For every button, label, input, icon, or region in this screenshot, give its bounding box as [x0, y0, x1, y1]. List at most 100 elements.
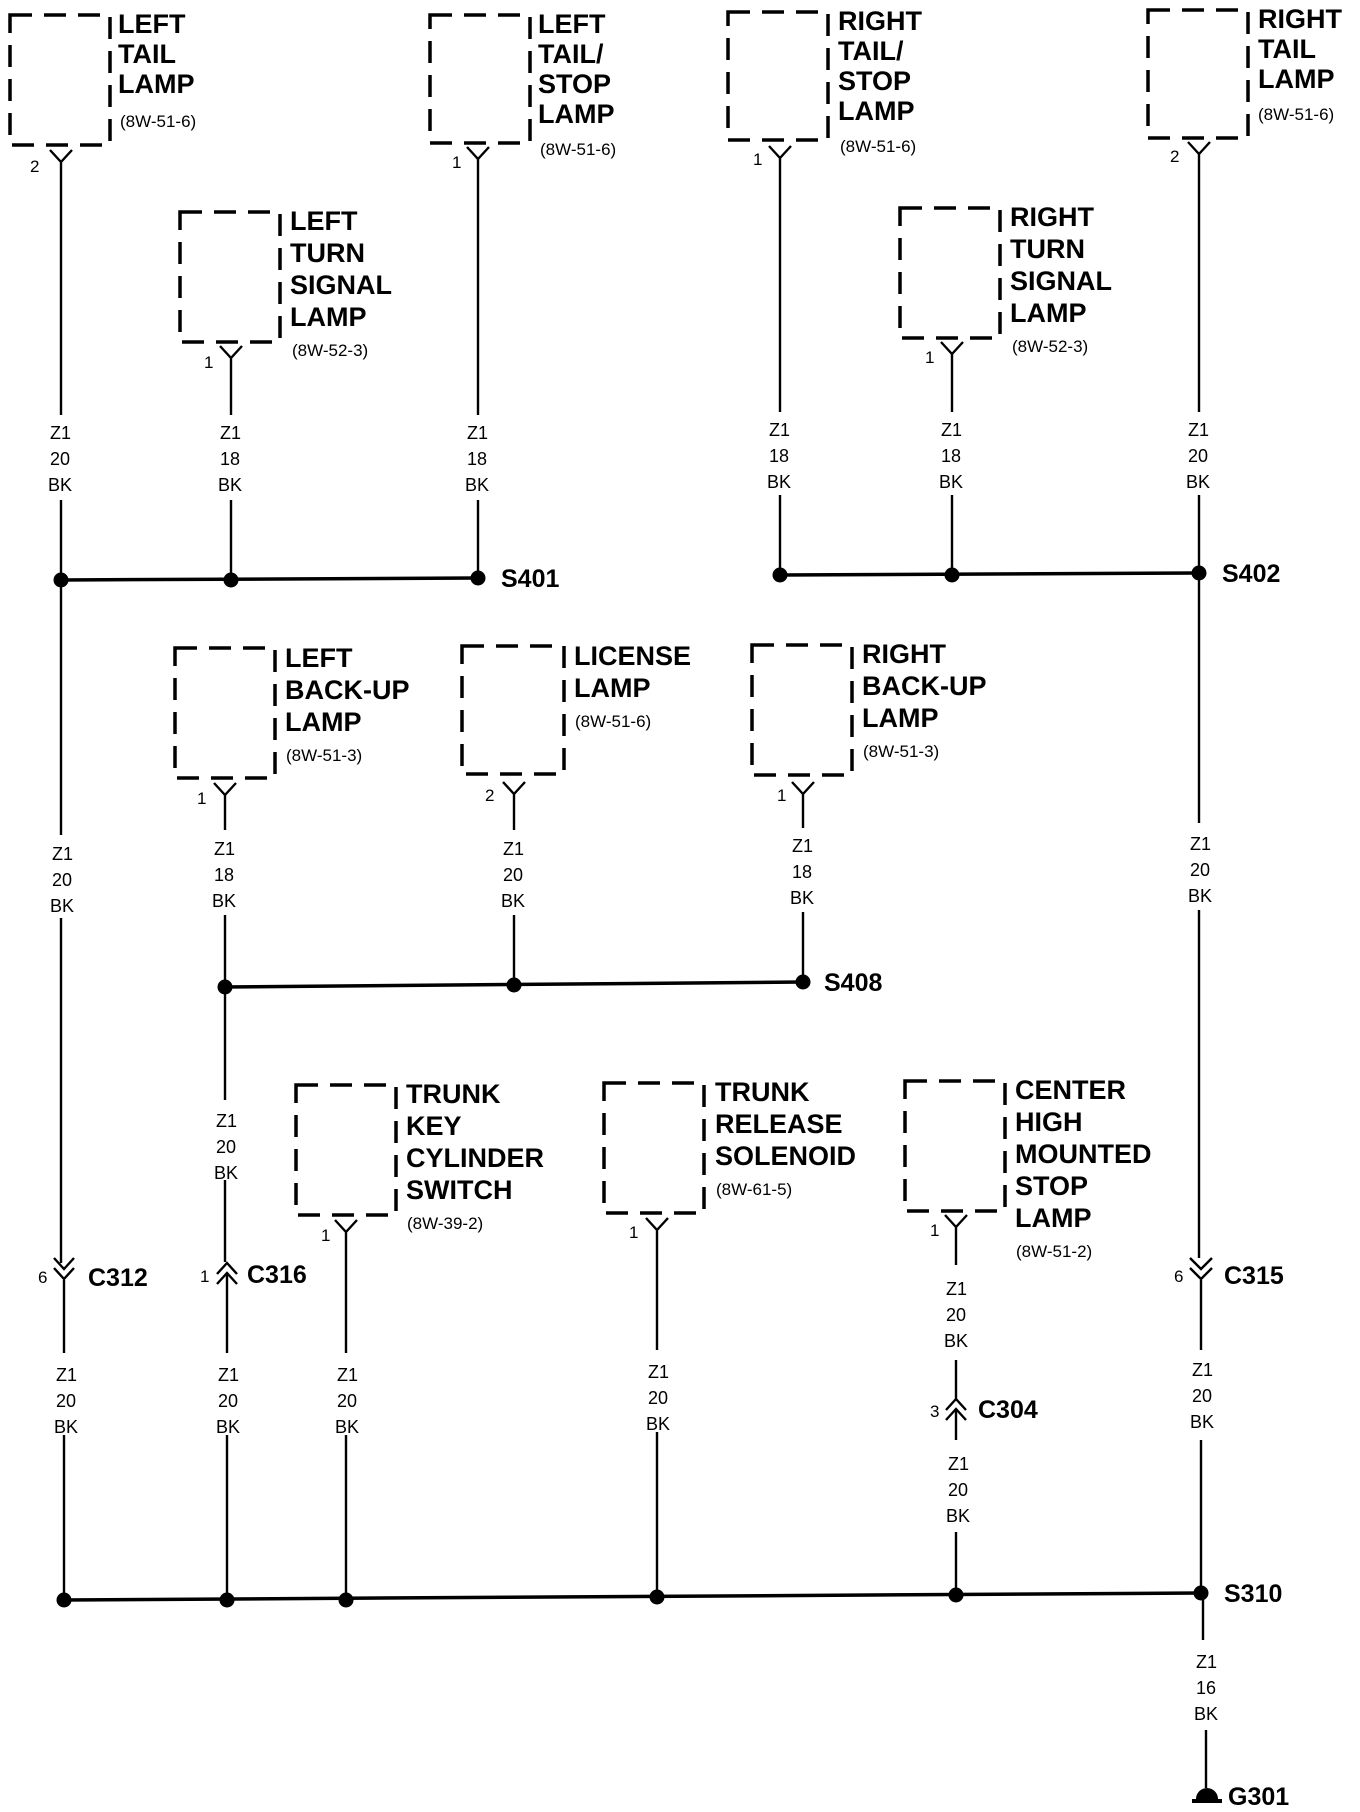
wire-label: Z1 20 BK [216, 1365, 240, 1437]
wire-color: BK [767, 472, 791, 492]
component-label-line: STOP [1015, 1171, 1088, 1201]
connector-pin-icon [645, 1217, 669, 1238]
double-chevron-down-icon [1189, 1257, 1213, 1281]
wire-gauge: 18 [467, 449, 487, 469]
wire-code: Z1 [214, 839, 235, 859]
wire-gauge: 20 [56, 1391, 76, 1411]
wire-label: Z1 18 BK [790, 836, 814, 908]
wire-label: Z1 18 BK [212, 839, 236, 911]
right-tail-stop-lamp: RIGHT TAIL/ STOP LAMP (8W-51-6) 1 [726, 6, 923, 169]
wire-code: Z1 [50, 423, 71, 443]
wire-color: BK [1194, 1704, 1218, 1724]
component-ref: (8W-51-6) [840, 137, 916, 156]
splice-dot [470, 570, 486, 586]
wire-gauge: 18 [792, 862, 812, 882]
component-label-line: TRUNK [715, 1077, 810, 1107]
component-label-line: TURN [290, 238, 365, 268]
wire-gauge: 20 [1192, 1386, 1212, 1406]
component-label-line: TAIL/ [838, 36, 904, 66]
splice-label-s408: S408 [824, 969, 882, 997]
trunk-key-cylinder-switch: TRUNK KEY CYLINDER SWITCH (8W-39-2) 1 [294, 1079, 544, 1245]
wire-label: Z1 20 BK [1186, 420, 1210, 492]
component-label-line: BACK-UP [862, 671, 987, 701]
wire-label: Z1 18 BK [218, 423, 242, 495]
pin-number: 2 [485, 786, 494, 805]
component-label-line: LEFT [538, 9, 606, 39]
connector-pin-icon [502, 781, 526, 802]
wire-gauge: 20 [337, 1391, 357, 1411]
component-label-line: LAMP [574, 673, 651, 703]
pin-number: 1 [629, 1223, 638, 1242]
pin-number: 1 [452, 153, 461, 172]
wire-gauge: 16 [1196, 1678, 1216, 1698]
wire-label: Z1 20 BK [944, 1279, 968, 1351]
pin-number: 1 [204, 353, 213, 372]
wire-code: Z1 [941, 420, 962, 440]
component-label-line: KEY [406, 1111, 462, 1141]
component-label-line: LEFT [285, 643, 353, 673]
component-ref: (8W-39-2) [407, 1214, 483, 1233]
wire-color: BK [944, 1331, 968, 1351]
component-label-line: LAMP [1258, 64, 1335, 94]
wire-code: Z1 [769, 420, 790, 440]
pin-number: 3 [930, 1402, 939, 1421]
component-label-line: LAMP [285, 707, 362, 737]
component-ref: (8W-51-6) [1258, 105, 1334, 124]
component-label-line: TAIL [1258, 34, 1316, 64]
wire-code: Z1 [337, 1365, 358, 1385]
wire-code: Z1 [1188, 420, 1209, 440]
wire-code: Z1 [52, 844, 73, 864]
component-label-line: RIGHT [838, 6, 923, 36]
wire-gauge: 18 [220, 449, 240, 469]
wire-color: BK [50, 896, 74, 916]
wire-label: Z1 20 BK [646, 1362, 670, 1434]
component-ref: (8W-52-3) [1012, 337, 1088, 356]
wire-color: BK [501, 891, 525, 911]
splice-dot [56, 1592, 72, 1608]
component-label-line: CENTER [1015, 1075, 1126, 1105]
connector-label: C304 [978, 1396, 1038, 1424]
left-backup-lamp: LEFT BACK-UP LAMP (8W-51-3) 1 [173, 643, 410, 808]
left-tail-lamp: LEFT TAIL LAMP (8W-51-6) 2 [8, 9, 196, 176]
component-label-line: SOLENOID [715, 1141, 856, 1171]
wire-label: Z1 20 BK [335, 1365, 359, 1437]
splice-bus-s310 [63, 1591, 1202, 1602]
wire-color: BK [335, 1417, 359, 1437]
connector-pin-icon [1187, 141, 1211, 162]
component-label-line: SWITCH [406, 1175, 512, 1205]
connector-pin-icon [940, 341, 964, 362]
splice-dot [649, 1589, 665, 1605]
wire-label: Z1 20 BK [50, 844, 74, 916]
wire-gauge: 20 [946, 1305, 966, 1325]
component-label-line: MOUNTED [1015, 1139, 1152, 1169]
component-label-line: SIGNAL [290, 270, 392, 300]
double-chevron-up-icon [945, 1397, 967, 1421]
wire-color: BK [212, 891, 236, 911]
connector-c316: 1 C316 [200, 1261, 307, 1289]
wire-label: Z1 20 BK [501, 839, 525, 911]
wire-color: BK [1186, 472, 1210, 492]
wire-code: Z1 [948, 1454, 969, 1474]
component-label-line: LAMP [290, 302, 367, 332]
connector-pin-icon [213, 782, 237, 803]
connector-pin-icon [466, 146, 490, 168]
wire-gauge: 20 [503, 865, 523, 885]
license-lamp: LICENSE LAMP (8W-51-6) 2 [460, 641, 691, 805]
wire-code: Z1 [946, 1279, 967, 1299]
splice-label-s402: S402 [1222, 560, 1280, 588]
connector-pin-icon [219, 345, 243, 366]
component-ref: (8W-51-3) [286, 746, 362, 765]
component-label-line: LEFT [290, 206, 358, 236]
wire-code: Z1 [503, 839, 524, 859]
component-ref: (8W-51-2) [1016, 1242, 1092, 1261]
component-label-line: STOP [838, 66, 911, 96]
component-label-line: LAMP [538, 99, 615, 129]
pin-number: 1 [753, 150, 762, 169]
wire-color: BK [939, 472, 963, 492]
wire-label: Z1 20 BK [54, 1365, 78, 1437]
splice-dot [223, 572, 239, 588]
connector-pin-icon [944, 1214, 968, 1235]
trunk-release-solenoid: TRUNK RELEASE SOLENOID (8W-61-5) 1 [602, 1077, 856, 1242]
splice-bus-s401 [60, 576, 479, 582]
wire-color: BK [48, 475, 72, 495]
